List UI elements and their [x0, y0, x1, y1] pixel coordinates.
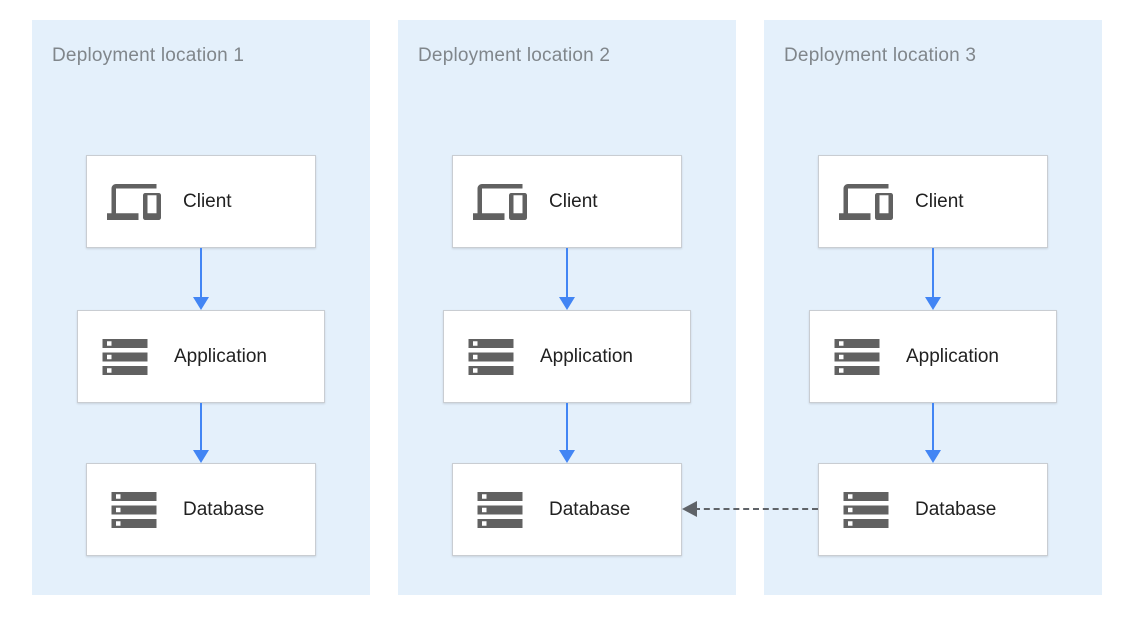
arrow-head-down-icon [925, 450, 941, 463]
arrow-shaft [566, 403, 568, 452]
arrow-application-to-database-1 [193, 403, 209, 463]
arrow-database3-to-database2-dashed [682, 501, 818, 517]
storage-icon [98, 330, 152, 384]
arrow-shaft [200, 248, 202, 299]
arrow-shaft [200, 403, 202, 452]
panel-title: Deployment location 2 [418, 45, 611, 66]
arrow-head-left-icon [682, 501, 697, 517]
panel-deployment-location-3: Deployment location 3 Client Application [764, 20, 1102, 595]
node-database-1: Database [86, 463, 316, 556]
storage-icon [464, 330, 518, 384]
devices-icon [839, 175, 893, 229]
arrow-shaft [932, 248, 934, 299]
arrow-application-to-database-2 [559, 403, 575, 463]
arrow-shaft [932, 403, 934, 452]
node-database-3: Database [818, 463, 1048, 556]
node-application-1: Application [77, 310, 325, 403]
arrow-client-to-application-1 [193, 248, 209, 310]
node-label: Client [549, 190, 598, 212]
dashed-arrow-shaft [694, 508, 818, 510]
arrow-head-down-icon [193, 297, 209, 310]
node-label: Client [915, 190, 964, 212]
node-application-3: Application [809, 310, 1057, 403]
panel-title: Deployment location 1 [52, 45, 245, 66]
arrow-head-down-icon [193, 450, 209, 463]
node-label: Database [183, 498, 265, 520]
storage-icon [830, 330, 884, 384]
storage-icon [839, 483, 893, 537]
devices-icon [107, 175, 161, 229]
storage-icon [473, 483, 527, 537]
panel-deployment-location-1: Deployment location 1 Client Application [32, 20, 370, 595]
node-label: Client [183, 190, 232, 212]
node-client-2: Client [452, 155, 682, 248]
panel-deployment-location-2: Deployment location 2 Client Application [398, 20, 736, 595]
arrow-application-to-database-3 [925, 403, 941, 463]
arrow-head-down-icon [559, 297, 575, 310]
node-application-2: Application [443, 310, 691, 403]
node-label: Database [915, 498, 997, 520]
node-label: Application [174, 345, 267, 367]
node-label: Database [549, 498, 631, 520]
node-client-3: Client [818, 155, 1048, 248]
devices-icon [473, 175, 527, 229]
node-label: Application [906, 345, 999, 367]
arrow-client-to-application-2 [559, 248, 575, 310]
node-client-1: Client [86, 155, 316, 248]
arrow-head-down-icon [925, 297, 941, 310]
node-database-2: Database [452, 463, 682, 556]
node-label: Application [540, 345, 633, 367]
storage-icon [107, 483, 161, 537]
arrow-head-down-icon [559, 450, 575, 463]
arrow-shaft [566, 248, 568, 299]
arrow-client-to-application-3 [925, 248, 941, 310]
panel-title: Deployment location 3 [784, 45, 977, 66]
